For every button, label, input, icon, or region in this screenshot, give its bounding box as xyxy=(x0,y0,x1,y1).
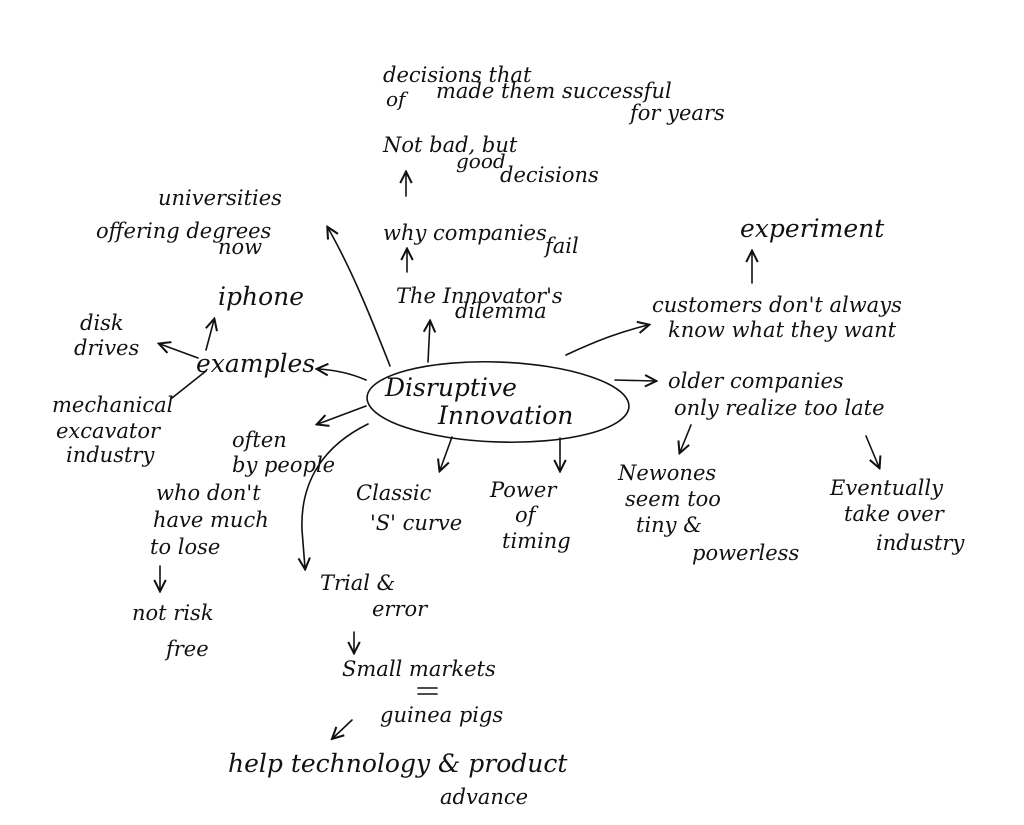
node-universities-line1: universities xyxy=(158,186,282,210)
node-older-line2: only realize too late xyxy=(674,396,885,420)
node-decisions-line3: for years xyxy=(628,101,725,125)
node-why-fail-line2: fail xyxy=(543,234,579,258)
arrow-to-customers xyxy=(565,325,648,356)
arrow-to-innovator xyxy=(428,322,430,363)
arrow-to-newones xyxy=(680,424,692,452)
arrow-to-examples xyxy=(318,369,367,381)
node-newones-line3: tiny & xyxy=(636,513,702,537)
node-innovator-line1: The Innovator's xyxy=(396,284,563,308)
node-mechanical-line3: industry xyxy=(66,443,155,467)
node-often-line2: by people xyxy=(232,453,335,477)
node-decisions-line2: made them successful xyxy=(436,79,672,103)
arrow-to-older xyxy=(614,380,655,381)
node-disk-line1: disk xyxy=(80,311,124,335)
node-power-line2: of xyxy=(515,503,539,527)
node-iphone: iphone xyxy=(218,282,304,311)
node-trial-line1: Trial & xyxy=(320,571,395,595)
node-not-bad-line1: Not bad, but xyxy=(382,133,518,157)
node-examples: examples xyxy=(196,349,315,378)
arrow-to-universities xyxy=(328,228,391,367)
node-guinea-pigs: guinea pigs xyxy=(380,703,503,727)
node-newones-line1: Newones xyxy=(617,461,716,485)
node-often-line3: who don't xyxy=(156,481,261,505)
guinea-equals-mark xyxy=(417,687,438,695)
node-often-line4: have much xyxy=(153,508,269,532)
center-title-line2: Innovation xyxy=(437,401,573,430)
node-mechanical-line1: mechanical xyxy=(52,393,173,417)
node-disk-line2: drives xyxy=(74,336,139,360)
arrow-to-disk-drives xyxy=(160,344,199,359)
node-classic-line1: Classic xyxy=(356,481,432,505)
node-not-risk-line2: free xyxy=(164,637,209,661)
node-why-fail-line1: why companies xyxy=(383,221,547,245)
node-not-risk-line1: not risk xyxy=(132,601,214,625)
node-eventually-line3: industry xyxy=(876,531,965,555)
node-universities-line2: offering degrees xyxy=(96,219,272,243)
node-eventually-line2: take over xyxy=(844,502,946,526)
arrow-to-eventually xyxy=(865,435,879,467)
node-not-bad-line3: decisions xyxy=(500,163,599,187)
node-eventually-line1: Eventually xyxy=(829,476,944,500)
center-title-line1: Disruptive xyxy=(384,373,517,402)
node-classic-line2: 'S' curve xyxy=(370,511,462,535)
node-decisions-of: of xyxy=(386,87,409,111)
node-help-line1: help technology & product xyxy=(228,749,568,778)
node-customers-line2: know what they want xyxy=(668,318,897,342)
node-power-line1: Power xyxy=(489,478,558,502)
arrow-to-iphone xyxy=(206,320,214,351)
node-often-line1: often xyxy=(232,428,287,452)
node-small-markets: Small markets xyxy=(342,657,496,681)
arrow-to-often xyxy=(318,405,367,424)
node-not-bad-line2: good xyxy=(456,149,506,173)
node-older-line1: older companies xyxy=(668,369,844,393)
arrow-to-classic xyxy=(440,436,453,470)
center-oval xyxy=(366,360,630,444)
arrow-to-trial xyxy=(302,423,369,568)
arrow-to-mechanical xyxy=(171,370,207,399)
node-customers-line1: customers don't always xyxy=(652,293,902,317)
node-often-line5: to lose xyxy=(150,535,220,559)
node-decisions-line1: decisions that xyxy=(383,63,532,87)
node-mechanical-line2: excavator xyxy=(56,419,162,443)
node-newones-line4: powerless xyxy=(692,541,799,565)
node-universities-line3: now xyxy=(218,235,262,259)
node-trial-line2: error xyxy=(372,597,429,621)
node-power-line3: timing xyxy=(502,529,571,553)
node-help-line2: advance xyxy=(440,785,528,809)
node-experiment: experiment xyxy=(740,214,885,243)
node-innovator-line2: dilemma xyxy=(455,299,547,323)
node-newones-line2: seem too xyxy=(625,487,721,511)
arrow-to-help xyxy=(333,719,353,738)
